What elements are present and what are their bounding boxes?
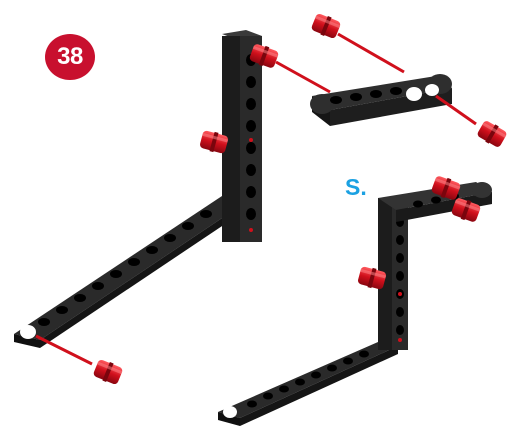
small-horizontal-beam [218, 342, 398, 426]
guide-line [276, 62, 330, 92]
loose-peg-top [310, 12, 342, 40]
floating-beam [310, 74, 452, 126]
main-assembly [14, 30, 280, 348]
loose-peg-right [476, 119, 509, 149]
guide-line [436, 96, 476, 124]
horizontal-beam [14, 196, 246, 348]
loose-peg-bottom [92, 358, 124, 386]
guide-line [338, 34, 404, 72]
guide-line [36, 336, 92, 364]
